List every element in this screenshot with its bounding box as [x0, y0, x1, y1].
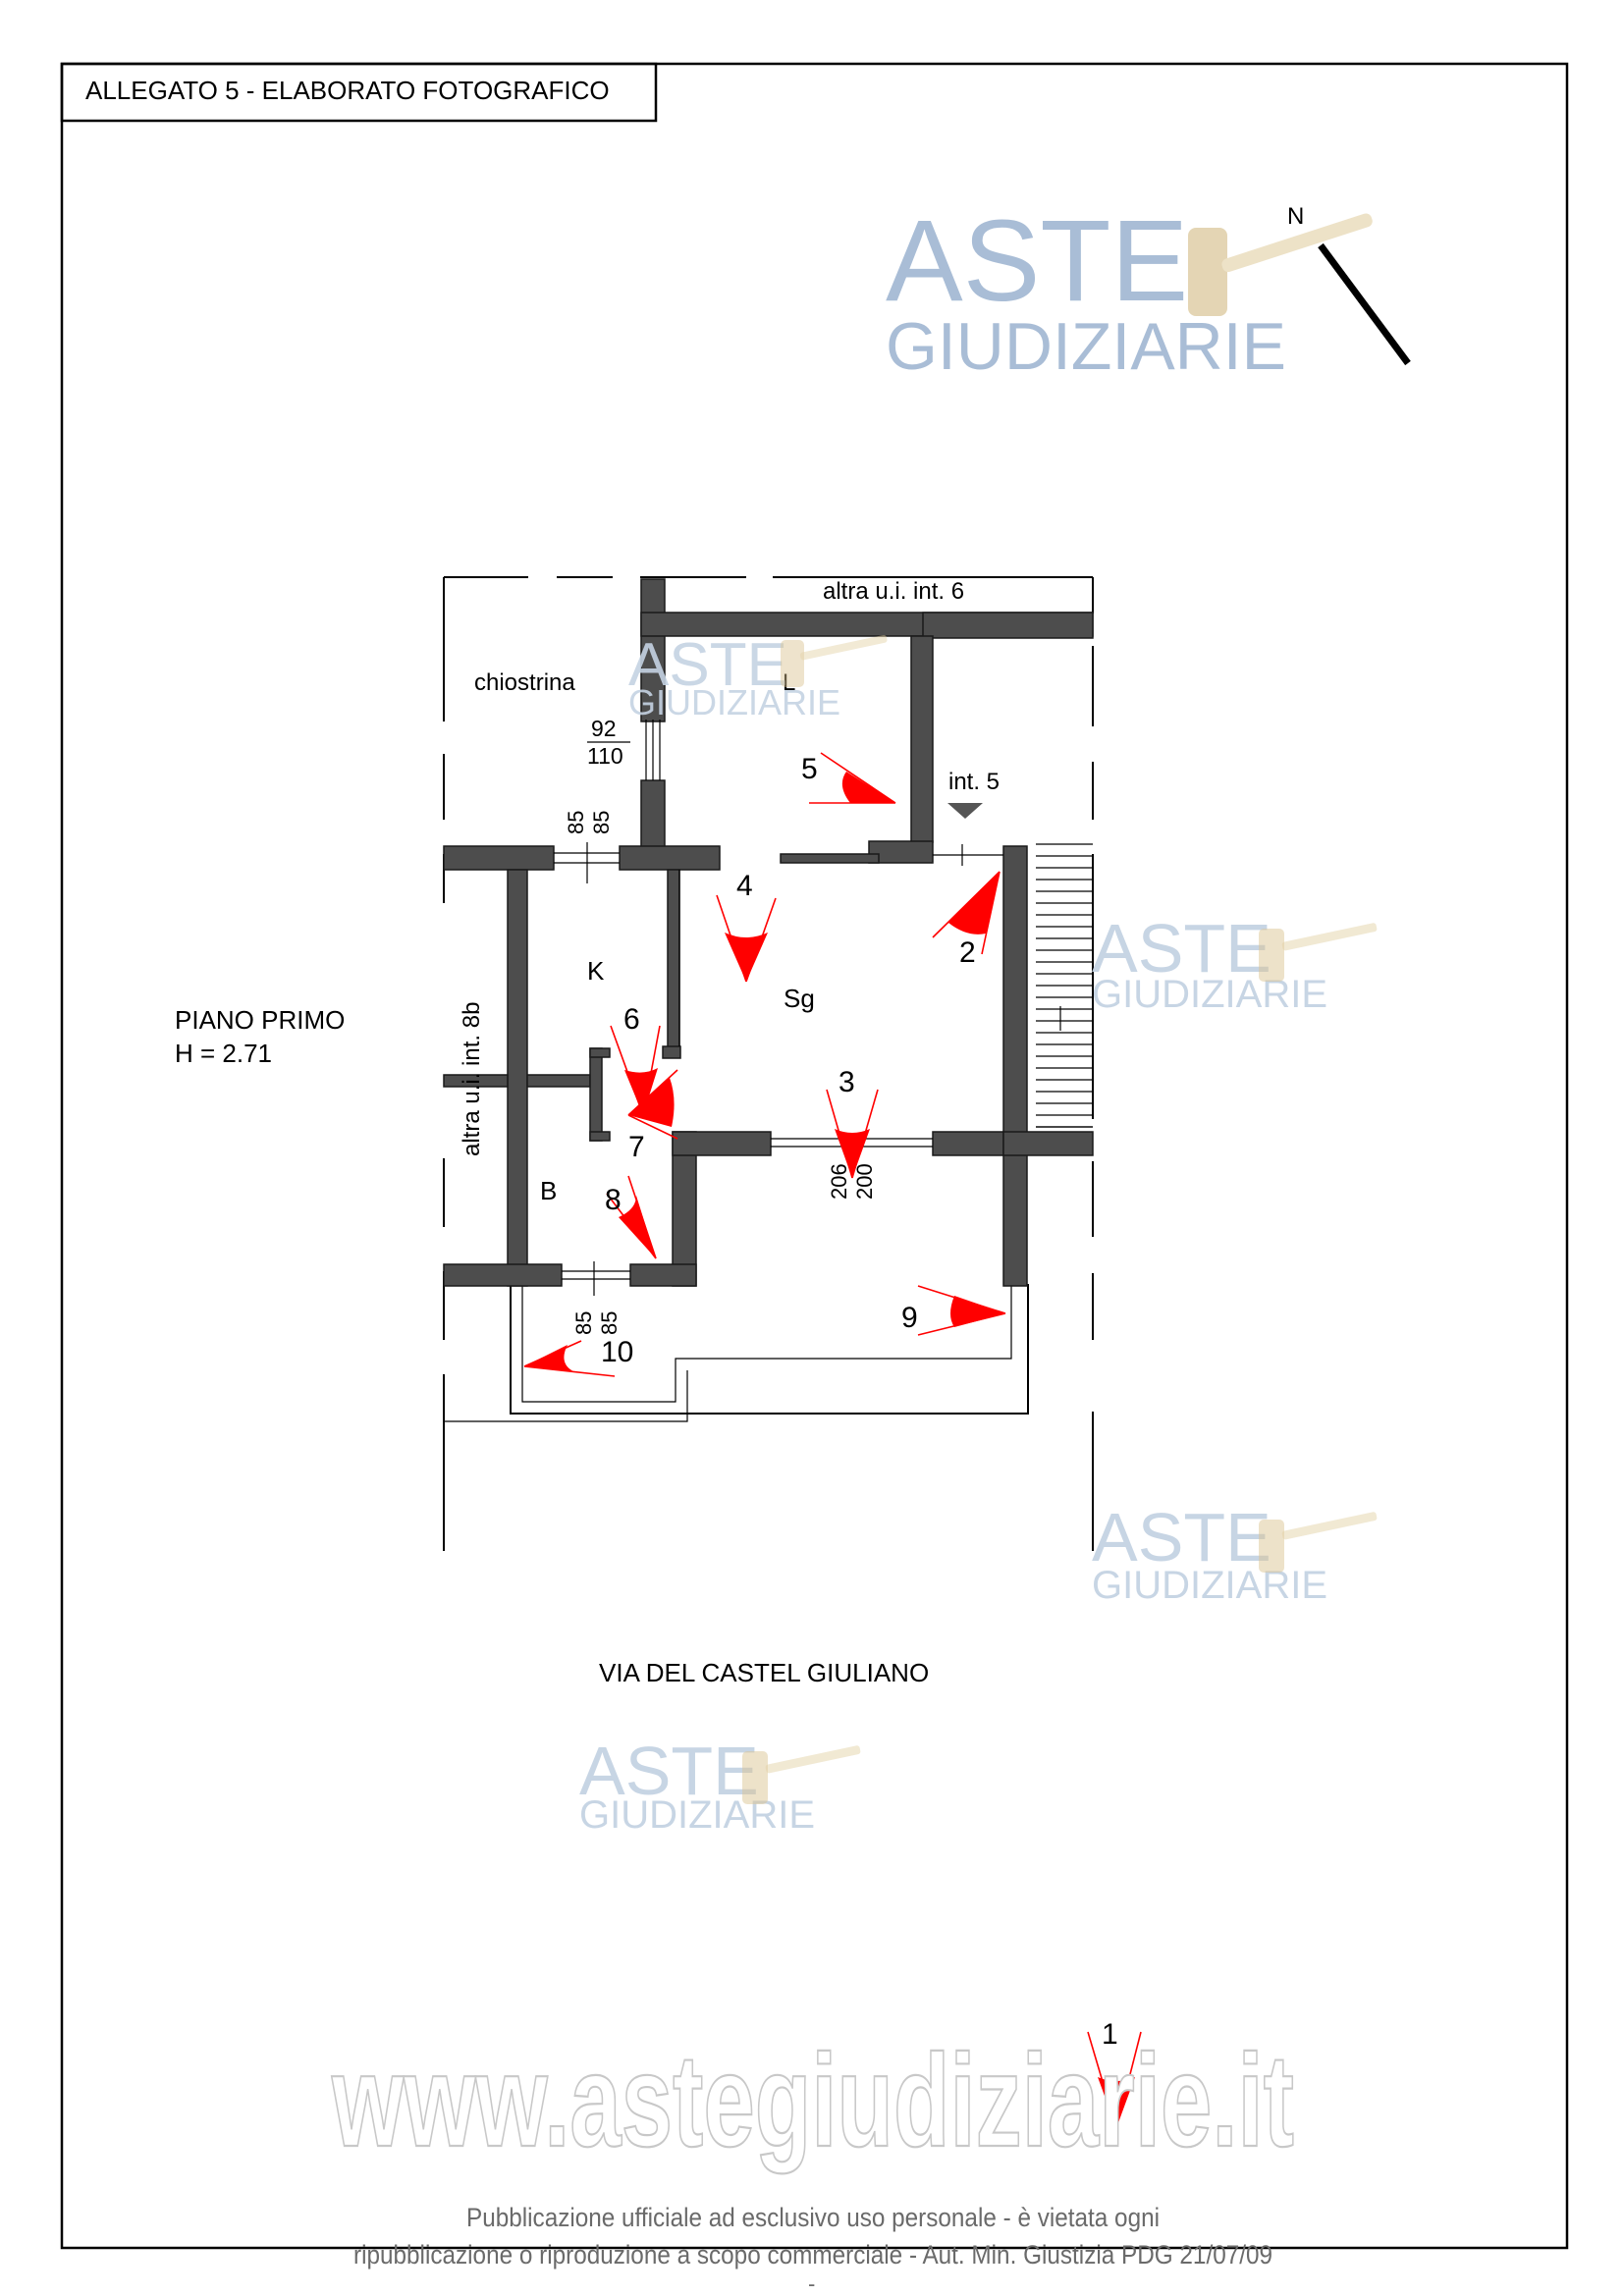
site-boundary: [443, 576, 1094, 1551]
aste-watermark-plan: ASTE GIUDIZIARIE: [628, 631, 888, 722]
photo-marker-4: 4: [716, 870, 777, 983]
terrace-outline: [444, 1284, 1029, 1422]
footer-line-1: Pubblicazione ufficiale ad esclusivo uso…: [466, 2203, 1160, 2232]
dim-200: 200: [852, 1163, 877, 1200]
photo-label-3: 3: [839, 1066, 855, 1098]
label-altra-int6: altra u.i. int. 6: [823, 578, 964, 605]
dim-206: 206: [827, 1163, 851, 1200]
svg-text:GIUDIZIARIE: GIUDIZIARIE: [579, 1793, 815, 1837]
dim-92: 92: [591, 716, 617, 741]
watermark-giudiziarie: GIUDIZIARIE: [886, 309, 1286, 384]
gavel-icon: [1188, 213, 1373, 316]
dim-85-b: 85: [589, 811, 614, 834]
photo-marker-8: 8: [605, 1175, 657, 1259]
photo-marker-3: 3: [826, 1066, 879, 1179]
photo-marker-2: 2: [932, 871, 1001, 969]
website-watermark: www.astegiudiziarie.it: [331, 2028, 1294, 2174]
photo-marker-5: 5: [801, 752, 896, 804]
dim-110: 110: [587, 743, 623, 769]
photo-label-6: 6: [623, 1003, 640, 1036]
svg-text:GIUDIZIARIE: GIUDIZIARIE: [1092, 973, 1327, 1016]
aste-watermark-right: ASTE GIUDIZIARIE: [1092, 910, 1378, 1016]
photo-label-2: 2: [959, 936, 976, 969]
footer-line-2: ripubblicazione o riproduzione a scopo c…: [353, 2240, 1272, 2269]
dim-85-c: 85: [571, 1311, 596, 1335]
photo-marker-1: 1: [1087, 2018, 1142, 2129]
page-frame: [60, 62, 1569, 2250]
watermark-aste: ASTE: [886, 196, 1188, 326]
svg-text:GIUDIZIARIE: GIUDIZIARIE: [1092, 1564, 1327, 1607]
openings: [554, 720, 1003, 1296]
photo-marker-9: 9: [901, 1285, 1006, 1336]
dim-85-a: 85: [564, 811, 588, 834]
photo-label-9: 9: [901, 1302, 918, 1334]
photo-label-5: 5: [801, 753, 818, 785]
photo-label-10: 10: [601, 1336, 633, 1368]
label-room-Sg: Sg: [784, 984, 815, 1013]
staircase: [1036, 843, 1093, 1135]
north-arrow: N: [1287, 203, 1411, 366]
footer-mark: -: [808, 2271, 815, 2296]
street-name: VIA DEL CASTEL GIULIANO: [599, 1658, 929, 1687]
photo-label-1: 1: [1102, 2018, 1118, 2051]
label-room-K: K: [587, 956, 605, 986]
floor-label: PIANO PRIMO: [175, 1005, 345, 1035]
walls: [443, 578, 1094, 1287]
label-int5: int. 5: [948, 769, 1000, 795]
photo-label-4: 4: [736, 870, 753, 902]
svg-text:ASTE: ASTE: [628, 631, 787, 699]
floor-plan: chiostrina altra u.i. int. 6 int. 5 L K …: [175, 576, 1378, 1551]
photo-label-7: 7: [628, 1131, 645, 1163]
label-chiostrina: chiostrina: [474, 669, 575, 696]
photo-marker-7: 7: [627, 1069, 678, 1163]
aste-watermark-lower-right: ASTE GIUDIZIARIE: [1092, 1499, 1378, 1607]
label-room-B: B: [540, 1176, 557, 1205]
height-label: H = 2.71: [175, 1039, 272, 1068]
label-altra-int8b: altra u.i. int. 8b: [459, 1002, 485, 1156]
svg-text:ASTE: ASTE: [579, 1733, 759, 1809]
title-box: [60, 62, 658, 123]
svg-text:ASTE: ASTE: [1092, 1499, 1271, 1575]
north-label: N: [1287, 203, 1304, 230]
label-room-L: L: [783, 669, 795, 696]
north-arrow-line: [1318, 242, 1411, 366]
svg-text:GIUDIZIARIE: GIUDIZIARIE: [628, 682, 840, 722]
document-title: ALLEGATO 5 - ELABORATO FOTOGRAFICO: [85, 76, 610, 105]
dim-85-d: 85: [597, 1311, 622, 1335]
aste-watermark-lower-center: ASTE GIUDIZIARIE: [579, 1733, 861, 1837]
svg-text:ASTE: ASTE: [1092, 910, 1271, 987]
photo-marker-10: 10: [523, 1336, 633, 1377]
photo-label-8: 8: [605, 1184, 622, 1216]
aste-watermark-top: ASTE GIUDIZIARIE: [886, 196, 1373, 384]
entrance-marker-icon: [947, 803, 983, 819]
